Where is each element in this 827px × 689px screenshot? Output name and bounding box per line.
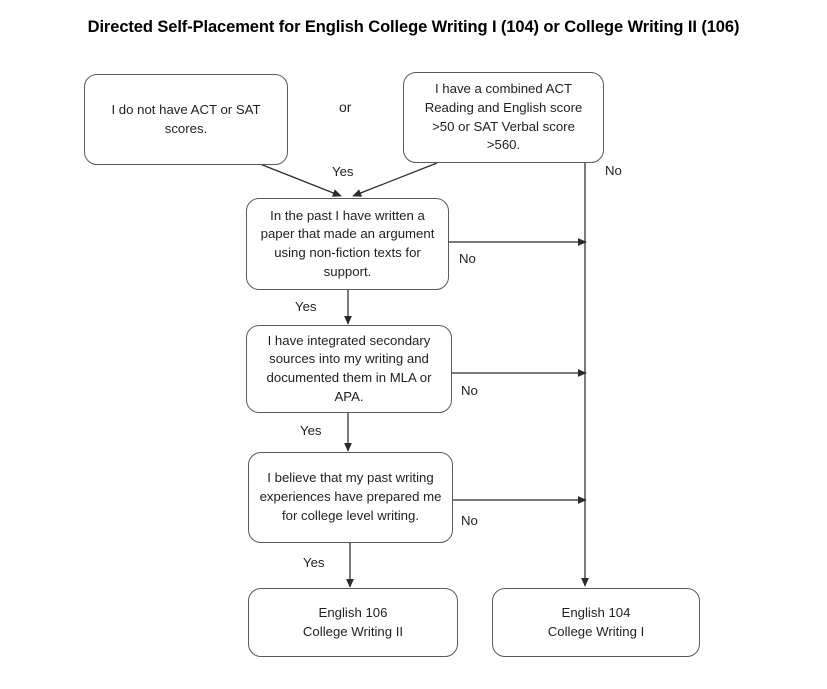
edge-label-yes-q2: Yes: [300, 423, 322, 438]
node-outcome-english-106-title: College Writing II: [302, 623, 404, 639]
node-question-argument-paper[interactable]: In the past I have written a paper that …: [246, 198, 449, 290]
edge-label-no-q3: No: [461, 513, 478, 528]
connector-label-or: or: [339, 99, 352, 115]
node-no-act-sat-scores-label: I do not have ACT or SAT scores.: [111, 101, 261, 136]
edge-label-no-top: No: [605, 163, 622, 178]
node-outcome-english-104-course: English 104: [561, 604, 631, 620]
edge-label-yes-top: Yes: [332, 164, 354, 179]
node-outcome-english-104-title: College Writing I: [547, 623, 645, 639]
node-question-prepared-for-college-label: I believe that my past writing experienc…: [259, 470, 442, 523]
edge-label-yes-q1: Yes: [295, 299, 317, 314]
node-has-act-sat-scores-label: I have a combined ACT Reading and Englis…: [424, 81, 583, 153]
node-question-prepared-for-college[interactable]: I believe that my past writing experienc…: [248, 452, 453, 543]
node-has-act-sat-scores[interactable]: I have a combined ACT Reading and Englis…: [403, 72, 604, 163]
edge-label-yes-q3: Yes: [303, 555, 325, 570]
node-question-argument-paper-label: In the past I have written a paper that …: [260, 207, 435, 279]
node-question-secondary-sources-label: I have integrated secondary sources into…: [266, 332, 432, 404]
edge-label-no-q1: No: [459, 251, 476, 266]
node-no-act-sat-scores[interactable]: I do not have ACT or SAT scores.: [84, 74, 288, 165]
node-outcome-english-104[interactable]: English 104 College Writing I: [492, 588, 700, 657]
node-outcome-english-106[interactable]: English 106 College Writing II: [248, 588, 458, 657]
page-title: Directed Self-Placement for English Coll…: [87, 18, 740, 36]
node-outcome-english-106-course: English 106: [318, 604, 388, 620]
node-question-secondary-sources[interactable]: I have integrated secondary sources into…: [246, 325, 452, 413]
edge-start-has-scores-to-q1: [352, 162, 438, 197]
edge-start-no-scores-to-q1: [259, 163, 342, 197]
edge-label-no-q2: No: [461, 383, 478, 398]
